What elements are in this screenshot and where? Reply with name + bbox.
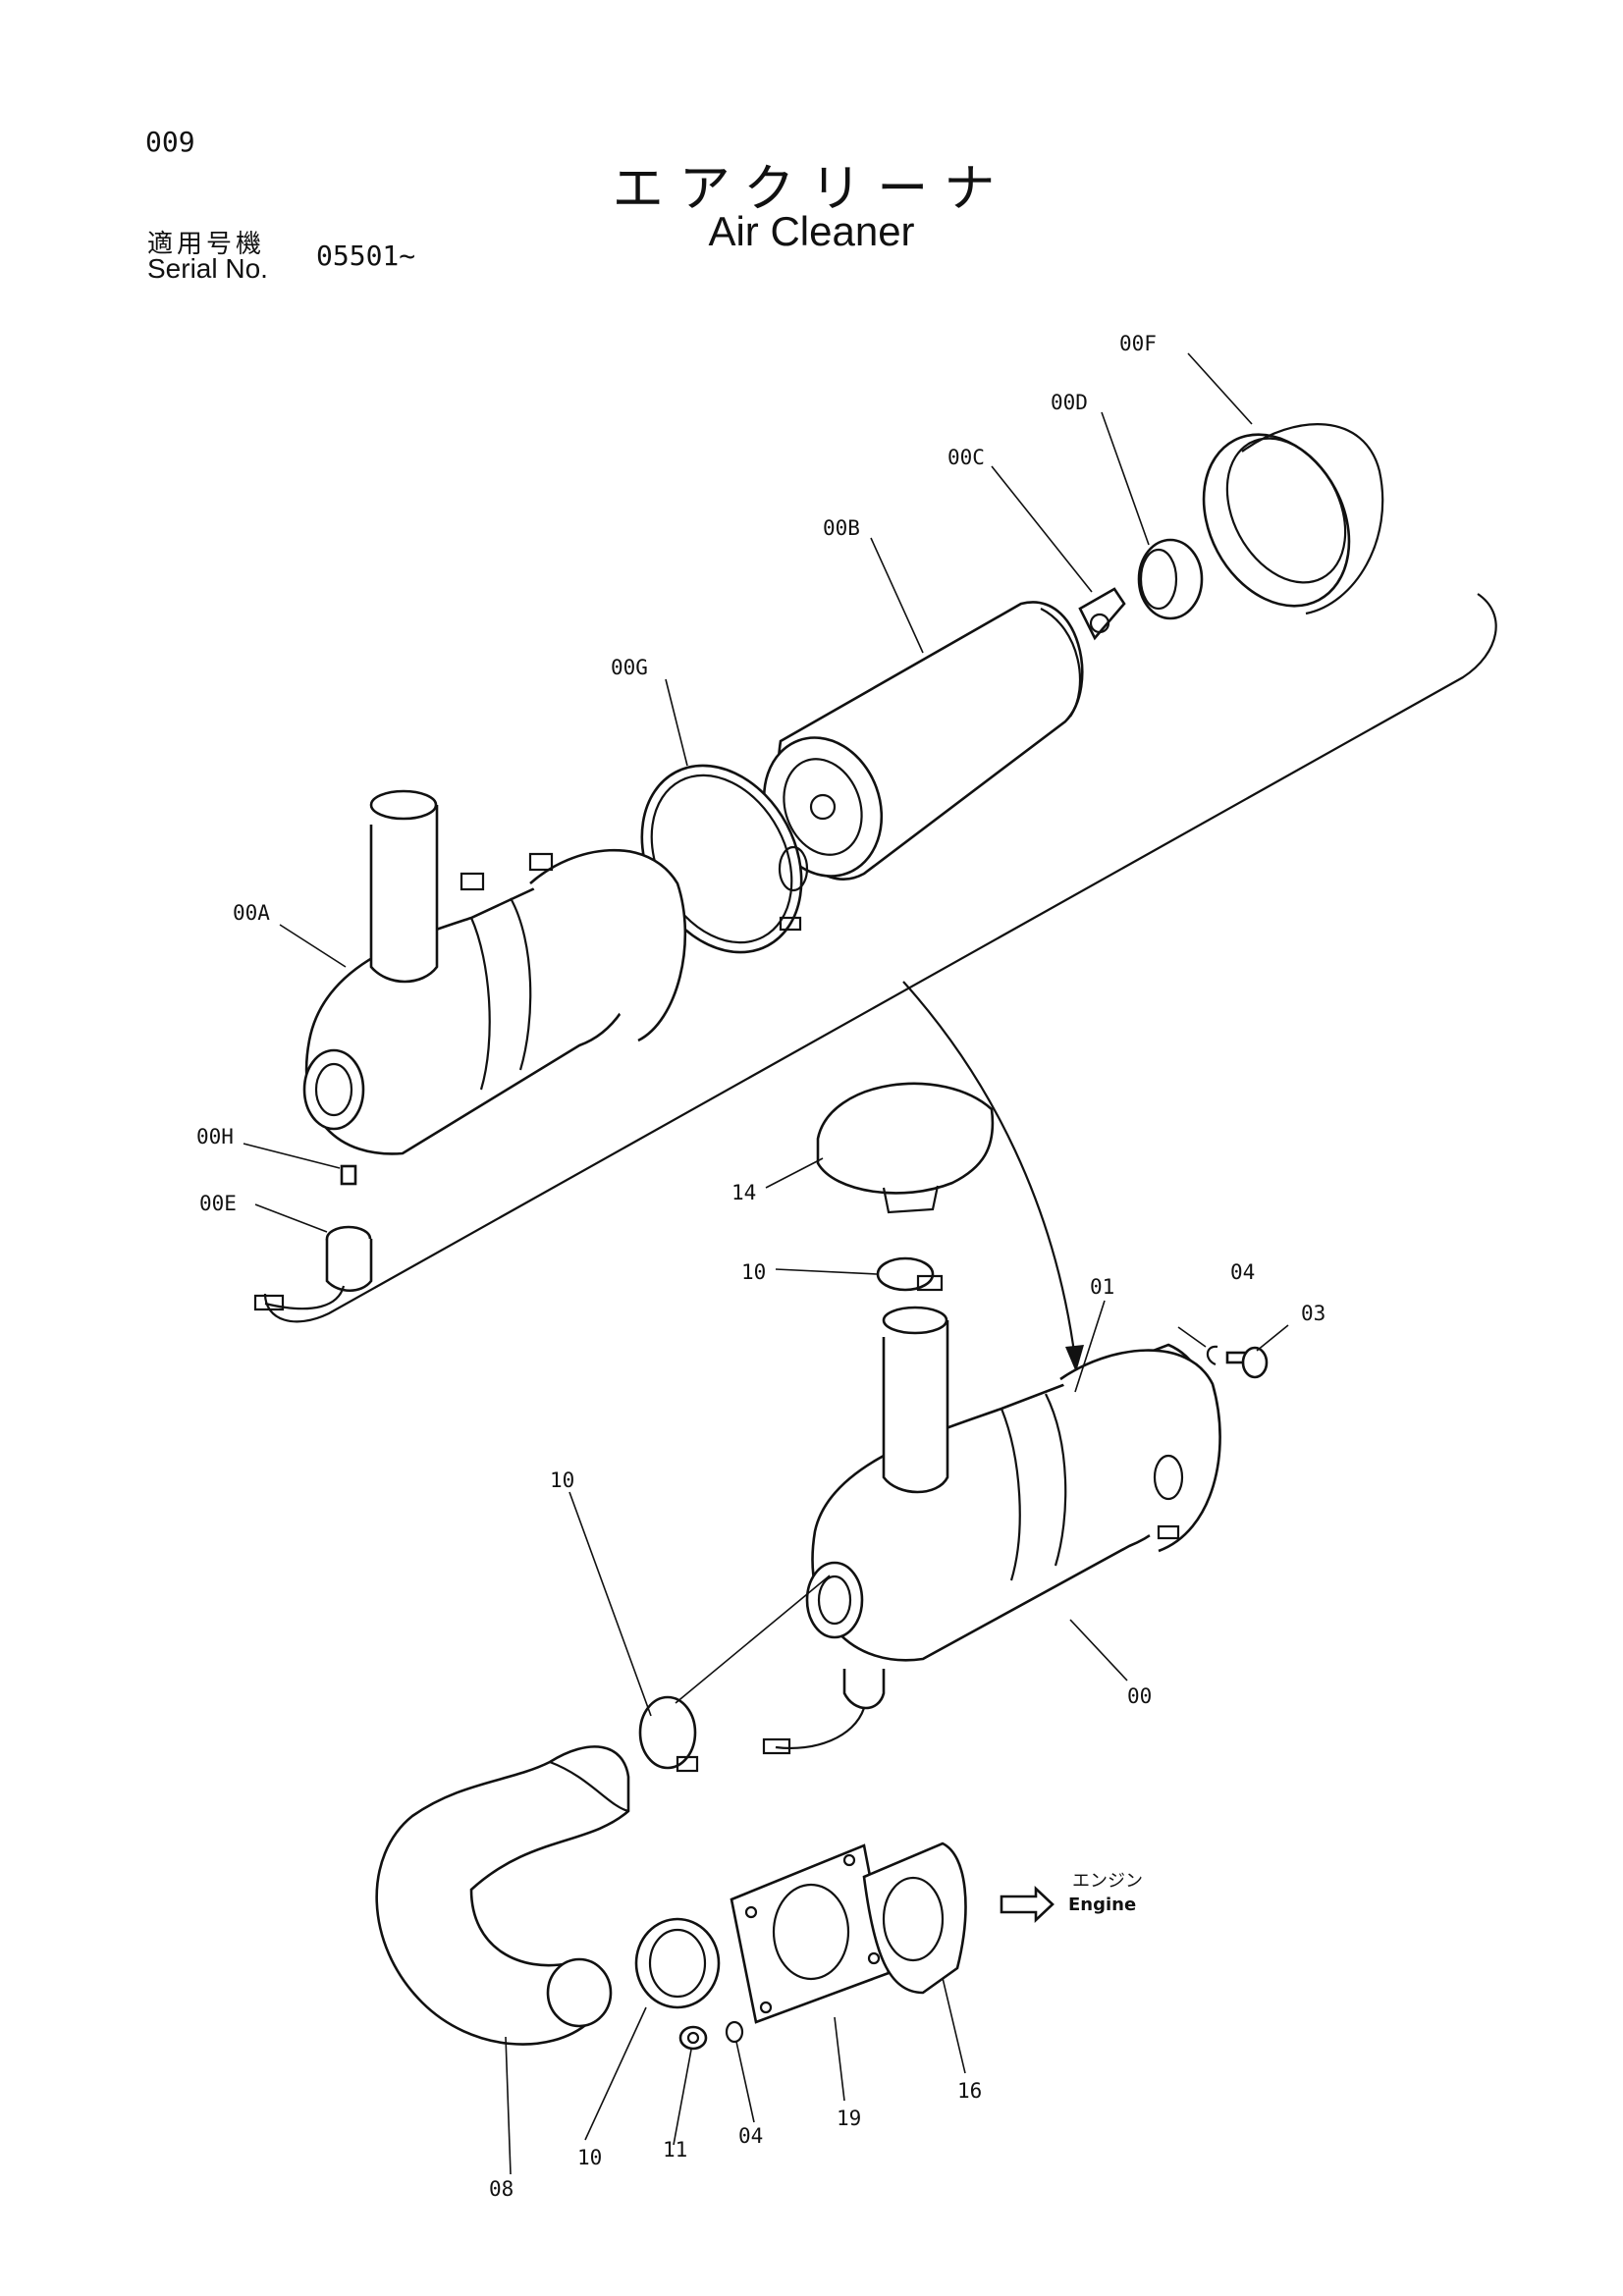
- part-00F-cover-ring: [1202, 423, 1384, 615]
- engine-label-english: Engine: [1068, 1895, 1136, 1915]
- callout-10-upper: 10: [741, 1260, 766, 1284]
- callout-00H: 00H: [196, 1125, 234, 1148]
- callout-00G: 00G: [611, 656, 648, 679]
- callout-10-lower: 10: [577, 2146, 602, 2169]
- callout-00A: 00A: [233, 901, 270, 925]
- callout-04-upper: 04: [1230, 1260, 1255, 1284]
- callout-08: 08: [489, 2177, 514, 2201]
- callout-01: 01: [1090, 1275, 1114, 1299]
- serial-number-value: 05501~: [316, 240, 416, 272]
- page-title-japanese: エアクリーナ: [612, 160, 1011, 219]
- engine-direction-arrow: [1000, 1885, 1055, 1924]
- callout-04-lower: 04: [738, 2124, 763, 2148]
- serial-label-english: Serial No.: [147, 253, 268, 284]
- serial-label-japanese: 適用号機: [147, 230, 266, 259]
- callout-10-middle: 10: [550, 1468, 574, 1492]
- subassembly-boundary-line: [263, 593, 1497, 1323]
- part-04-washer-lower: [725, 2020, 744, 2044]
- callout-16: 16: [957, 2079, 982, 2103]
- callout-11: 11: [663, 2138, 687, 2162]
- part-19-adapter-flange: [730, 1843, 891, 2024]
- part-10-hose-clamp-upper: [876, 1256, 944, 1292]
- callout-03: 03: [1301, 1302, 1325, 1325]
- part-00-air-cleaner-assembly: [762, 1306, 1221, 1755]
- part-00E-dust-indicator: [253, 1225, 373, 1311]
- arrow-head: [1065, 1345, 1084, 1372]
- part-10-hose-clamp-middle: [638, 1695, 699, 1773]
- engine-label-japanese: エンジン: [1072, 1871, 1143, 1892]
- subassembly-pointer-arrow: [902, 981, 1077, 1361]
- callout-00F: 00F: [1119, 332, 1157, 355]
- part-11-nut: [678, 2025, 708, 2051]
- page-title-english: Air Cleaner: [708, 208, 915, 254]
- part-00A-air-cleaner-housing: [302, 789, 687, 1155]
- part-10-hose-clamp-lower: [634, 1917, 721, 2009]
- part-08-elbow-hose: [375, 1745, 630, 2046]
- callout-19: 19: [837, 2107, 861, 2130]
- page-number: 009: [145, 126, 195, 158]
- part-03-bolt: [1225, 1346, 1269, 1379]
- leader-lines: [243, 352, 1289, 2175]
- callout-00B: 00B: [823, 516, 860, 540]
- part-00C-wing-nut: [1078, 587, 1126, 641]
- callout-00D: 00D: [1051, 391, 1088, 414]
- part-00H-screw: [340, 1164, 357, 1186]
- callout-00E: 00E: [199, 1192, 237, 1215]
- part-04-washer-upper: [1206, 1345, 1218, 1366]
- callout-14: 14: [731, 1181, 756, 1204]
- callout-00: 00: [1127, 1684, 1152, 1708]
- part-16-gasket: [862, 1842, 967, 1995]
- part-14-rain-cap: [816, 1082, 995, 1214]
- part-00D-end-cap: [1137, 538, 1204, 620]
- callout-00C: 00C: [947, 446, 985, 469]
